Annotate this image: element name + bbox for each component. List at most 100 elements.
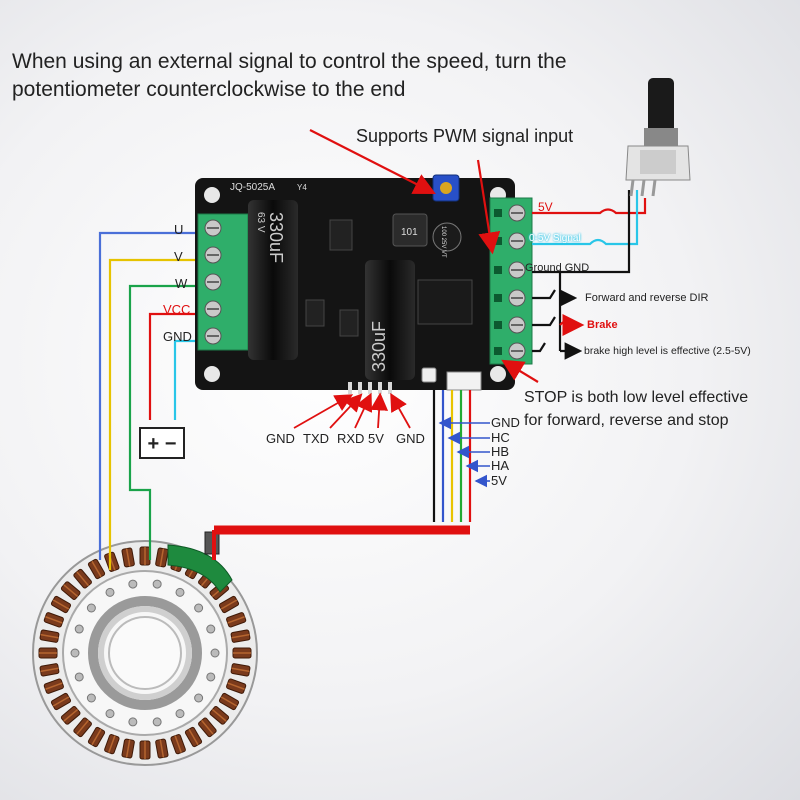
stator-coil xyxy=(226,612,247,628)
board-ref: Y4 xyxy=(297,183,307,192)
stator-coil xyxy=(39,663,60,677)
stator-coil xyxy=(121,547,135,568)
label-brake: Brake xyxy=(587,319,618,331)
hall-pin-ha: HA xyxy=(491,458,510,473)
hall-pin-5v: 5V xyxy=(491,473,507,488)
serial-arrows xyxy=(293,392,411,429)
svg-text:330uF: 330uF xyxy=(369,321,389,372)
stator-bolt xyxy=(152,579,162,589)
terminal-label-u: U xyxy=(174,222,184,237)
stator-coil xyxy=(170,734,186,755)
instruction-line-2: potentiometer counterclockwise to the en… xyxy=(12,78,406,101)
stator-coil xyxy=(39,629,60,643)
stator-bolt xyxy=(128,717,138,727)
stator-coil xyxy=(38,647,58,659)
svg-text:100 25V VT: 100 25V VT xyxy=(440,226,446,258)
serial-pin-gnd-2: GND xyxy=(396,431,425,446)
header-pin xyxy=(388,382,392,394)
stator-coil xyxy=(198,717,217,738)
stator-coil xyxy=(43,678,64,694)
capacitor-center: 330uF xyxy=(365,260,415,380)
inductor xyxy=(392,213,428,247)
stator-coil xyxy=(218,595,240,614)
label-signal: 0-5V Signal xyxy=(529,233,581,244)
instruction-line-1: When using an external signal to control… xyxy=(12,50,567,73)
small-capacitor xyxy=(432,222,462,252)
motor-wires xyxy=(98,231,205,570)
stator-bolt xyxy=(70,648,80,658)
stop-note-line-1: STOP is both low level effective xyxy=(524,389,749,406)
battery-symbol: + − xyxy=(139,427,185,459)
stator-bolt xyxy=(74,624,84,634)
label-5v: 5V xyxy=(538,200,553,214)
pwm-note: Supports PWM signal input xyxy=(356,126,574,146)
hall-pin-hc: HC xyxy=(491,430,510,445)
stator-coil xyxy=(218,692,240,711)
stator-bolt xyxy=(128,579,138,589)
hall-wires xyxy=(212,390,472,560)
stator-bolt xyxy=(74,672,84,682)
stator-coil xyxy=(50,595,72,614)
stator-bolt xyxy=(105,587,115,597)
stator-bolt xyxy=(194,603,204,613)
stator-bolt xyxy=(105,709,115,719)
stator-coil xyxy=(184,726,203,748)
stator-coil xyxy=(139,546,151,566)
terminal-label-v: V xyxy=(174,249,183,264)
stator-coil xyxy=(155,738,169,759)
serial-pin-gnd-1: GND xyxy=(266,431,295,446)
serial-pin-5v: 5V xyxy=(368,431,384,446)
svg-text:101: 101 xyxy=(401,227,418,238)
stator-bolt xyxy=(86,603,96,613)
stator-coil xyxy=(139,740,151,760)
stator-coil xyxy=(87,726,106,748)
control-wires xyxy=(532,190,647,360)
header-pin xyxy=(368,382,372,394)
header-pin xyxy=(378,382,382,394)
hall-pin-hb: HB xyxy=(491,444,510,459)
stator-bolt xyxy=(175,587,185,597)
header-pin xyxy=(348,382,352,394)
stator-coil xyxy=(104,734,120,755)
external-potentiometer xyxy=(625,78,691,197)
pwm-arrows xyxy=(309,129,539,383)
board-model: JQ-5025A xyxy=(230,182,275,193)
stator-coil xyxy=(60,581,81,600)
svg-text:63 V: 63 V xyxy=(255,212,266,233)
stator-coil xyxy=(121,738,135,759)
stator-coil xyxy=(60,706,81,725)
stator-coil xyxy=(230,663,251,677)
stator-coil xyxy=(73,568,92,589)
stator-coil xyxy=(73,717,92,738)
capacitor-left: 330uF 63 V xyxy=(248,200,298,360)
reset-button xyxy=(421,367,437,383)
stator-coil xyxy=(50,692,72,711)
stator-coil xyxy=(43,612,64,628)
stator-coil xyxy=(226,678,247,694)
label-dir: Forward and reverse DIR xyxy=(585,292,709,304)
driver-chip xyxy=(417,279,473,325)
stator-coil xyxy=(230,629,251,643)
terminal-label-vcc: VCC xyxy=(163,302,191,317)
label-brake-note: brake high level is effective (2.5-5V) xyxy=(584,345,751,357)
battery-label: + − xyxy=(148,433,177,455)
stator-bolt xyxy=(194,693,204,703)
label-ground: Ground GND xyxy=(525,262,590,274)
stator-coil xyxy=(209,706,230,725)
motor-stator xyxy=(32,531,258,766)
stator-bolt xyxy=(210,648,220,658)
hall-connector xyxy=(446,371,482,391)
stator-coil xyxy=(232,647,252,659)
stator-bolt xyxy=(206,624,216,634)
driver-board: JQ-5025A Y4 330uF 63 V 330uF 101 xyxy=(195,174,533,394)
serial-pin-rxd: RXD xyxy=(337,431,365,446)
hall-pin-gnd: GND xyxy=(491,415,520,430)
terminal-label-gnd: GND xyxy=(163,329,192,344)
stator-bolts xyxy=(70,579,220,727)
stator-coil xyxy=(155,547,169,568)
hall-arrows xyxy=(438,416,490,488)
stator-bolt xyxy=(86,693,96,703)
stator-coil xyxy=(87,558,106,580)
